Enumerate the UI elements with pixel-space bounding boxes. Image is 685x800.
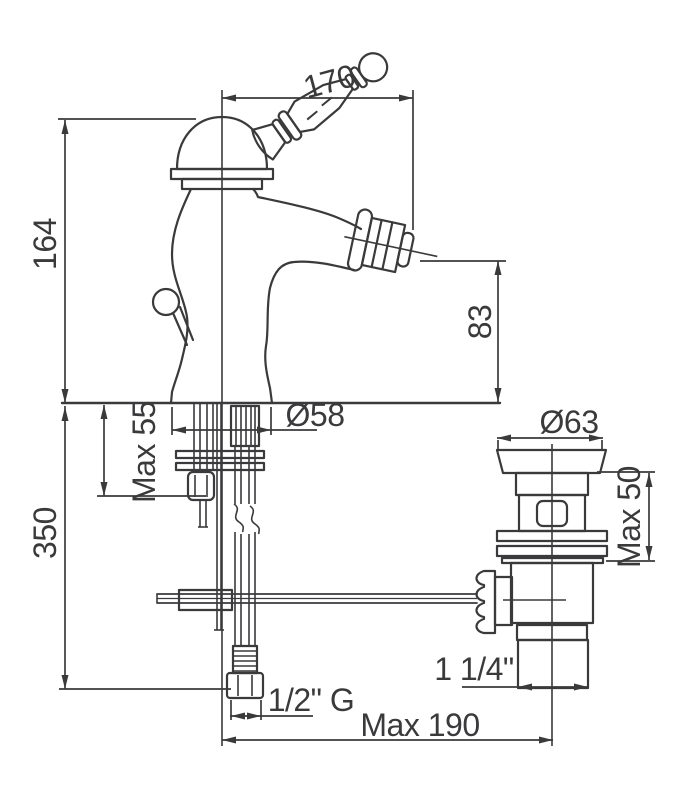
dim-label-deck-max: Max 55 — [126, 401, 162, 503]
dimension-spout-height — [420, 260, 506, 402]
mounting-nut — [186, 470, 216, 502]
mounting-washer-1 — [174, 449, 266, 460]
dimension-deck-max — [97, 405, 206, 497]
supply-hose — [225, 404, 265, 700]
dim-label-spout-height: 83 — [462, 305, 498, 340]
body-left-edge — [169, 187, 193, 405]
drain-seal-ring-2 — [495, 544, 609, 558]
dim-label-hose-length: 350 — [27, 507, 63, 559]
dimension-body-height — [58, 118, 196, 403]
popup-knob — [151, 287, 181, 317]
mounting-washer-2 — [174, 461, 266, 472]
popup-knob-stem — [171, 311, 189, 347]
aerator-facet-2 — [381, 221, 394, 271]
dimension-drain-diameter — [497, 434, 603, 451]
rod-clamp — [177, 588, 234, 612]
lever-handle — [251, 52, 389, 161]
hose-hex-nut — [225, 671, 265, 700]
dim-label-body-height: 164 — [27, 218, 63, 270]
handle-collar-ring-1 — [271, 118, 293, 144]
dim-label-supply-thread: 1/2" G — [268, 682, 355, 718]
handle-escutcheon — [251, 123, 287, 161]
dimension-drain-deck-max — [597, 471, 655, 562]
handle-neck-ridge-1 — [344, 73, 360, 91]
handle-hidden-line-1 — [306, 110, 318, 121]
drain-tailpipe — [516, 638, 590, 690]
hose-connector-stub — [229, 404, 261, 448]
dimension-supply-thread — [230, 700, 313, 720]
dim-label-projection-max: Max 190 — [360, 707, 479, 743]
aerator-axis-line — [344, 235, 438, 258]
dimension-projection-max — [222, 736, 553, 744]
dimension-handle-length — [222, 90, 414, 230]
dimension-hose-length — [59, 406, 231, 690]
faucet-body — [151, 115, 363, 405]
drain-flange — [495, 448, 608, 475]
mounting-hardware — [174, 404, 266, 528]
popup-rod-linkage — [156, 404, 478, 631]
hose-break-symbol — [233, 503, 245, 533]
drain-seal-ring-1 — [495, 529, 609, 543]
spout-aerator — [344, 208, 438, 274]
dim-label-base-diameter: Ø58 — [286, 397, 345, 433]
dim-label-drain-diameter: Ø63 — [540, 404, 599, 440]
dimension-drain-thread — [462, 683, 588, 691]
rod-bracket — [493, 575, 514, 627]
dimension-base-diameter — [171, 407, 317, 435]
handle-ball-knob — [358, 52, 389, 83]
dim-label-drain-thread: 1 1/4" — [434, 651, 514, 687]
dim-label-drain-deck-max: Max 50 — [611, 466, 647, 568]
body-right-spout-lower — [264, 260, 356, 405]
aerator-endcap — [396, 231, 415, 268]
popup-knob-stem2 — [178, 305, 195, 342]
aerator-facet-1 — [370, 218, 383, 269]
body-right-spout-upper — [251, 187, 363, 231]
knurled-wheel — [475, 569, 497, 635]
drain-overflow-hole — [535, 499, 569, 528]
drain-assembly — [475, 444, 609, 746]
hose-thread-end — [231, 644, 259, 675]
dimensions: 170 164 83 Ø58 — [27, 57, 655, 746]
